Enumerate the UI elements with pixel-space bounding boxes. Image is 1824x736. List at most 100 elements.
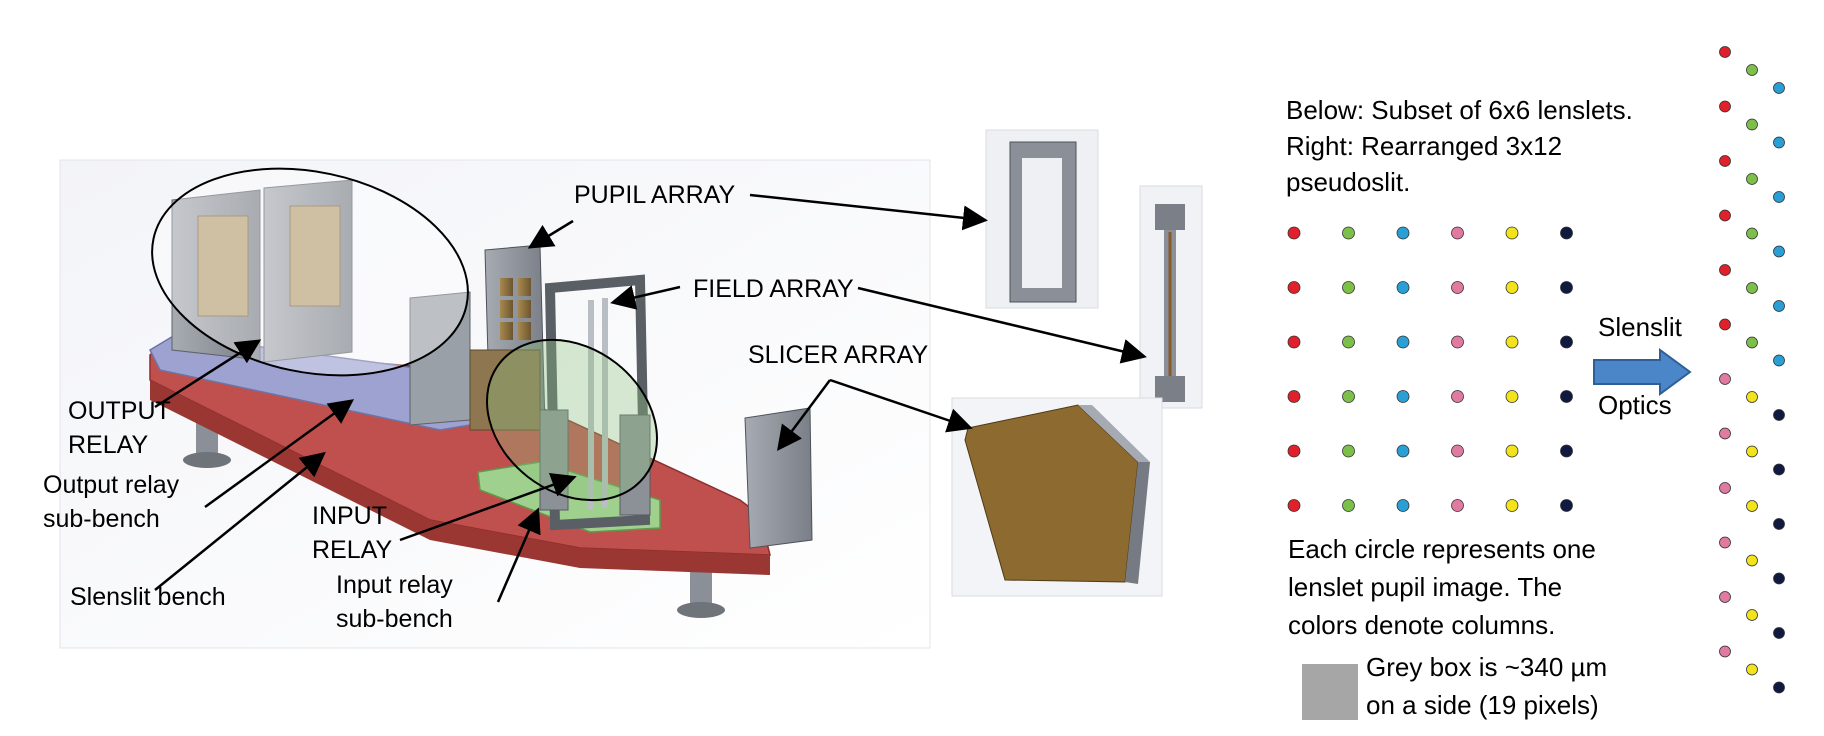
input-relay-sub-bench-arrow	[496, 507, 541, 603]
output-relay-highlight-ellipse	[151, 167, 469, 377]
field-array-inset-arrow	[857, 286, 1147, 364]
pseudoslit-dot	[1746, 663, 1758, 676]
lenslet-dot	[1342, 390, 1355, 403]
pseudoslit-dot	[1719, 100, 1731, 113]
lenslet-dot	[1560, 499, 1573, 512]
lenslet-dot	[1396, 335, 1410, 349]
pseudoslit-dot	[1773, 354, 1785, 367]
pupil-array-label: PUPIL ARRAY	[574, 181, 736, 209]
pseudoslit-dot	[1773, 627, 1785, 639]
output-relay-mounts	[171, 179, 471, 426]
lenslet-dot	[1560, 226, 1573, 240]
slenslit-optics-arrow	[1593, 348, 1692, 396]
lenslet-dot	[1451, 390, 1464, 403]
pseudoslit-dot	[1746, 500, 1758, 512]
field-array-pointer-arrow	[610, 285, 681, 310]
pseudoslit-dot	[1773, 463, 1785, 476]
pseudoslit-dot	[1746, 227, 1758, 240]
lenslet-dot	[1451, 499, 1464, 512]
lenslet-dot	[1342, 281, 1355, 294]
slenslit-bench-arrow	[154, 451, 326, 591]
lenslet-dot	[1560, 444, 1573, 458]
pseudoslit-dot	[1719, 427, 1731, 440]
pseudoslit-dot	[1719, 46, 1731, 58]
pupil-array-inset-arrow	[749, 193, 988, 231]
lenslet-dot	[1287, 226, 1301, 240]
pseudoslit-dot	[1746, 282, 1758, 294]
pseudoslit-dot	[1719, 155, 1731, 167]
field-array-label: FIELD ARRAY	[693, 275, 854, 303]
pseudoslit-dot	[1746, 64, 1758, 76]
output-relay-label: OUTPUT RELAY	[68, 397, 171, 459]
pseudoslit-dot	[1719, 318, 1731, 331]
slicer-array-pointer-arrow	[777, 379, 832, 452]
pupil-array-inset	[985, 129, 1099, 309]
lenslet-dot	[1342, 444, 1355, 458]
lenslet-dot	[1287, 444, 1301, 458]
lenslet-dot	[1396, 390, 1410, 403]
pseudoslit-dot	[1773, 82, 1785, 94]
lenslet-dot	[1505, 390, 1519, 403]
lenslet-description: Each circle represents one lenslet pupil…	[1288, 534, 1596, 640]
input-relay-arrow	[399, 473, 577, 542]
pseudoslit-dot	[1719, 209, 1731, 222]
lenslet-dot	[1505, 226, 1519, 240]
pseudoslit-dot	[1719, 591, 1731, 603]
pseudoslit-dot	[1773, 191, 1785, 203]
lenslet-grid	[1287, 226, 1573, 512]
lenslet-dot	[1560, 281, 1573, 294]
pseudoslit-dot	[1719, 264, 1731, 276]
lenslet-dot	[1287, 335, 1301, 349]
lenslet-dot	[1505, 444, 1519, 458]
pupil-array-pointer-arrow	[527, 219, 574, 249]
lenslet-dot	[1287, 281, 1301, 294]
pseudoslit-dot	[1773, 136, 1785, 149]
pseudoslit-dot	[1773, 409, 1785, 421]
slicer-array-inset-arrow	[829, 378, 973, 433]
arrow-label-bottom: Optics	[1598, 390, 1672, 420]
slicer-array-inset	[951, 397, 1163, 597]
lenslet-dot	[1396, 499, 1410, 512]
lenslet-dot	[1287, 390, 1301, 403]
input-relay-highlight-ellipse	[486, 338, 658, 502]
cad-render	[59, 159, 931, 649]
right-panel-header: Below: Subset of 6x6 lenslets. Right: Re…	[1286, 95, 1633, 197]
lenslet-dot	[1451, 444, 1464, 458]
pseudoslit-dot	[1746, 173, 1758, 185]
pseudoslit-dot	[1746, 336, 1758, 349]
lenslet-dot	[1451, 335, 1464, 349]
grey-scale-box	[1302, 664, 1358, 720]
output-relay-sub-bench-label: Output relay sub-bench	[43, 471, 180, 533]
lenslet-dot	[1396, 444, 1410, 458]
pseudoslit-dot	[1746, 609, 1758, 621]
input-relay-label: INPUT RELAY	[312, 502, 393, 564]
pseudoslit-dot	[1719, 482, 1731, 494]
lenslet-dot	[1342, 499, 1355, 512]
pseudoslit-dot	[1719, 645, 1731, 658]
pseudoslit-dot	[1773, 681, 1785, 694]
output-relay-arrow	[154, 339, 262, 409]
lenslet-dot	[1451, 281, 1464, 294]
callout-arrows	[154, 193, 1147, 603]
lenslet-dot	[1560, 390, 1573, 403]
slicer-array-label: SLICER ARRAY	[748, 341, 929, 369]
lenslet-dot	[1342, 335, 1355, 349]
pseudoslit-dot	[1773, 300, 1785, 312]
field-array-inset	[1139, 185, 1203, 409]
lenslet-dot	[1560, 335, 1573, 349]
arrow-label-top: Slenslit	[1598, 312, 1682, 342]
lenslet-dot	[1451, 226, 1464, 240]
lenslet-dot	[1287, 499, 1301, 512]
lenslet-dot	[1505, 281, 1519, 294]
lenslet-dot	[1505, 335, 1519, 349]
input-relay-sub-bench-label: Input relay sub-bench	[336, 571, 453, 633]
pseudoslit-dot	[1746, 445, 1758, 458]
lenslet-dot	[1396, 226, 1410, 240]
pseudoslit	[1719, 46, 1785, 694]
pseudoslit-dot	[1773, 245, 1785, 258]
pseudoslit-dot	[1773, 518, 1785, 530]
pseudoslit-dot	[1719, 536, 1731, 549]
slenslit-bench-label: Slenslit bench	[70, 583, 226, 611]
pseudoslit-dot	[1773, 572, 1785, 585]
